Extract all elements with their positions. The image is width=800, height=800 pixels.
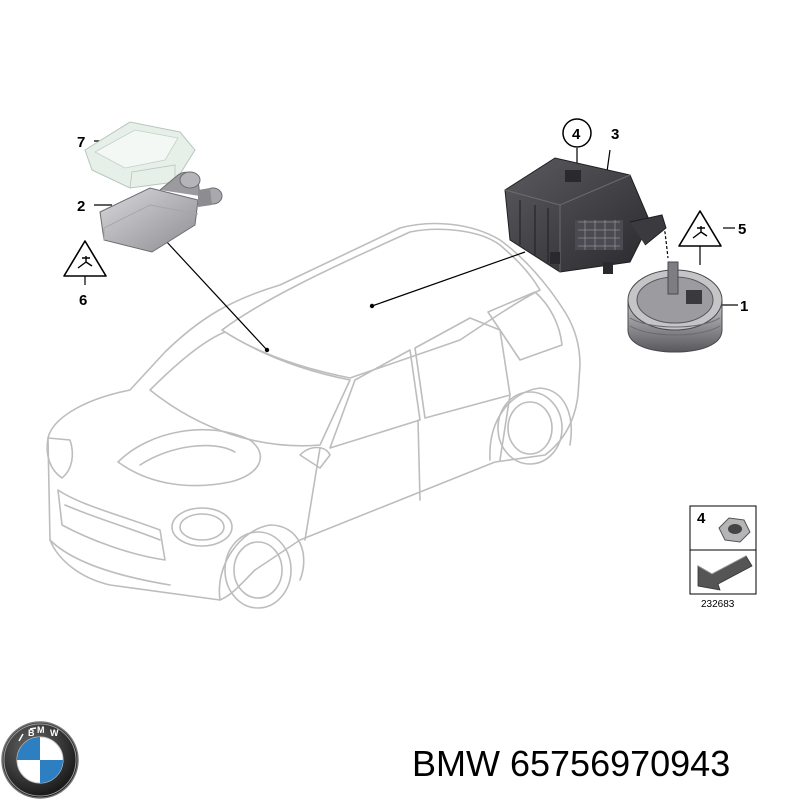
svg-text:W: W	[50, 728, 59, 738]
part-number: BMW 65756970943	[412, 743, 730, 784]
callout-labels: 7 2 6 4 3 5 1	[77, 118, 748, 315]
callout-6: 6	[79, 292, 87, 309]
warning-triangle-icon	[678, 210, 722, 247]
control-module-part-2	[99, 171, 223, 253]
amplifier-part-3	[504, 157, 667, 274]
bracket-part-7	[84, 121, 196, 189]
car-outline	[46, 222, 581, 609]
diagram-code: 232683	[701, 599, 735, 610]
speaker-part-1	[627, 261, 723, 353]
callout-1: 1	[740, 298, 748, 315]
callout-3: 3	[611, 126, 619, 143]
callout-4: 4	[572, 126, 581, 143]
bmw-logo: B M W	[1, 721, 79, 799]
inset-label: 4	[697, 510, 706, 527]
callout-4-circle	[562, 118, 592, 148]
callout-2: 2	[77, 198, 85, 215]
inset-box: 4 232683	[689, 505, 757, 610]
callout-7: 7	[77, 134, 85, 151]
svg-text:M: M	[37, 725, 45, 735]
direction-arrow-icon	[697, 555, 753, 591]
callout-5: 5	[738, 221, 746, 238]
nut-icon	[718, 517, 751, 543]
svg-text:B: B	[28, 728, 35, 738]
warning-triangle-icon	[63, 240, 107, 277]
